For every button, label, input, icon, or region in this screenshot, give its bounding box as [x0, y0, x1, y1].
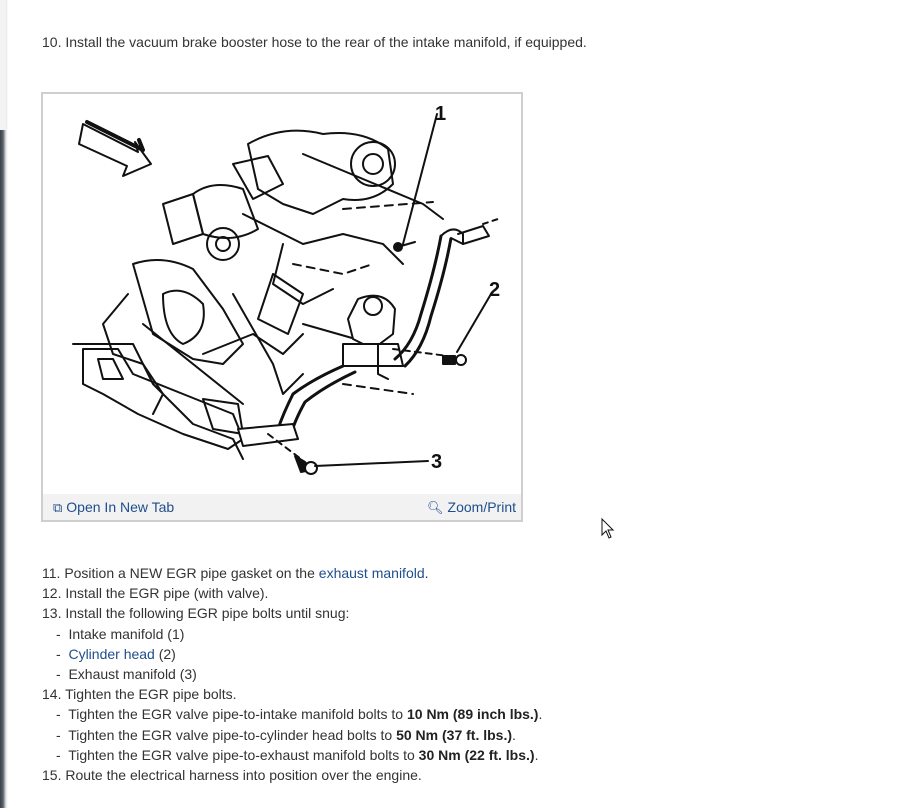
- step-list: 11. Position a NEW EGR pipe gasket on th…: [42, 563, 542, 785]
- callout-1-leader: [402, 113, 438, 245]
- zoom-print-link[interactable]: 🔍︎Zoom/Print: [427, 499, 516, 516]
- bullet-dash: -: [56, 666, 61, 683]
- step-14b-text: Tighten the EGR valve pipe-to-cylinder h…: [68, 726, 397, 743]
- step-13: 13. Install the following EGR pipe bolts…: [42, 605, 350, 622]
- bullet-dash: -: [56, 645, 61, 662]
- egr-diagram-figure[interactable]: 1 2 3 ⧉Open In New Tab 🔍︎Zoom/Print: [41, 92, 523, 522]
- torque-value-exhaust: 30 Nm (22 ft. lbs.): [418, 746, 535, 763]
- cylinder-head-link[interactable]: Cylinder head: [68, 645, 155, 662]
- step-14c-suffix: .: [534, 746, 539, 763]
- step-11-suffix: .: [424, 565, 429, 581]
- step-13b-suffix: (2): [154, 645, 176, 662]
- open-in-new-tab-label: Open In New Tab: [66, 499, 175, 515]
- magnifier-icon: 🔍︎: [427, 500, 444, 515]
- torque-value-cylinder-head: 50 Nm (37 ft. lbs.): [396, 726, 513, 743]
- step-14b-suffix: .: [512, 726, 516, 743]
- step-14a-text: Tighten the EGR valve pipe-to-intake man…: [68, 706, 407, 723]
- bullet-dash: -: [56, 625, 61, 642]
- step-14a: - Tighten the EGR valve pipe-to-intake m…: [42, 704, 542, 724]
- torque-value-intake: 10 Nm (89 inch lbs.): [406, 706, 539, 723]
- step-10: 10. Install the vacuum brake booster hos…: [42, 34, 587, 50]
- step-14c-text: Tighten the EGR valve pipe-to-exhaust ma…: [68, 746, 419, 763]
- callout-2: 2: [489, 279, 500, 301]
- step-11: 11. Position a NEW EGR pipe gasket on th…: [42, 563, 542, 583]
- step-11-text: 11. Position a NEW EGR pipe gasket on th…: [42, 565, 319, 581]
- callout-3-leader: [314, 460, 429, 467]
- step-13a-text: Intake manifold (1): [68, 625, 185, 642]
- figure-toolbar: ⧉Open In New Tab 🔍︎Zoom/Print: [43, 494, 521, 520]
- exhaust-manifold-link[interactable]: exhaust manifold: [318, 565, 425, 581]
- step-13c: - Exhaust manifold (3): [42, 664, 542, 684]
- step-13c-text: Exhaust manifold (3): [68, 666, 197, 683]
- bullet-dash: -: [56, 746, 61, 763]
- engine-diagram: 1 2 3: [72, 103, 500, 475]
- direction-arrow: [78, 123, 152, 177]
- step-14c: - Tighten the EGR valve pipe-to-exhaust …: [42, 745, 542, 765]
- window-left-edge: [0, 0, 8, 808]
- step-14a-suffix: .: [538, 706, 543, 723]
- step-13b: - Cylinder head (2): [42, 644, 542, 664]
- bullet-dash: -: [56, 706, 61, 723]
- open-new-tab-icon: ⧉: [53, 500, 63, 515]
- step-14: 14. Tighten the EGR pipe bolts.: [42, 686, 237, 703]
- step-13a: - Intake manifold (1): [42, 624, 542, 644]
- callout-2-leader: [456, 293, 492, 353]
- step-15: 15. Route the electrical harness into po…: [42, 767, 422, 784]
- step-12: 12. Install the EGR pipe (with valve).: [42, 585, 269, 602]
- bullet-dash: -: [56, 726, 61, 743]
- open-in-new-tab-link[interactable]: ⧉Open In New Tab: [53, 499, 174, 516]
- zoom-print-label: Zoom/Print: [447, 499, 516, 515]
- step-14b: - Tighten the EGR valve pipe-to-cylinder…: [42, 725, 542, 745]
- callout-3: 3: [431, 451, 442, 473]
- edge-band: [0, 0, 6, 130]
- mouse-cursor-icon: [601, 518, 615, 539]
- callout-1: 1: [435, 103, 446, 125]
